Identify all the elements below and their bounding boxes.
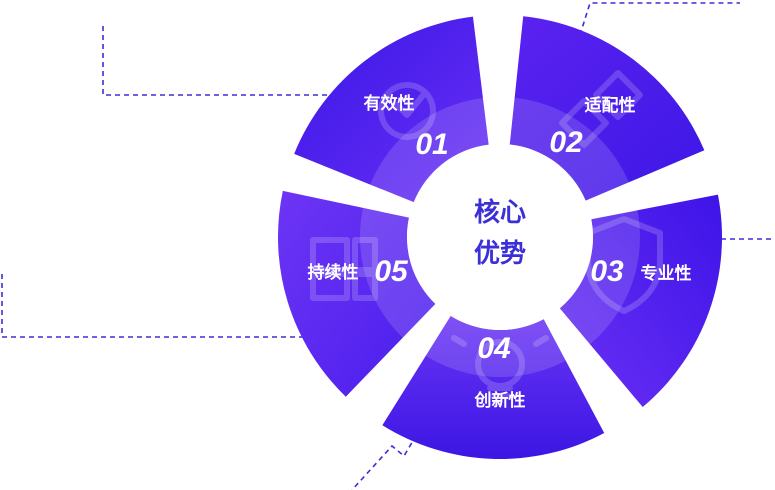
document-check-icon [378, 82, 437, 140]
segment-label-04: 创新性 [474, 390, 526, 411]
connector-line-02 [579, 2, 740, 36]
connector-line-04 [351, 411, 431, 490]
segment-label-05: 持续性 [308, 262, 359, 283]
center-circle [407, 144, 593, 330]
segment-number-01: 01 [415, 128, 448, 161]
segment-05: 持续性 05 [277, 190, 436, 397]
segment-number-03: 03 [590, 255, 624, 288]
segment-03: 专业性 03 [559, 194, 723, 408]
segment-shape-01 [294, 16, 489, 203]
segment-number-05: 05 [374, 255, 409, 288]
grid-icon [310, 237, 378, 301]
segment-label-02: 适配性 [585, 95, 636, 116]
lightbulb-icon [451, 335, 549, 399]
segment-label-03: 专业性 [641, 263, 692, 284]
center-title-line1: 核心 [474, 197, 526, 228]
link-icon [559, 70, 643, 148]
segment-shape-03 [559, 194, 723, 408]
segment-number-04: 04 [477, 332, 511, 365]
segment-04: 创新性 04 [382, 315, 605, 459]
segment-label-01: 有效性 [364, 93, 415, 114]
shield-icon [585, 216, 663, 314]
connector-line-05 [1, 274, 315, 338]
segment-shape-05 [277, 190, 436, 397]
segment-shape-04 [382, 315, 605, 459]
connector-line-01 [102, 26, 353, 105]
center-title-line2: 优势 [474, 239, 526, 269]
segment-number-02: 02 [549, 126, 583, 159]
segment-shape-02 [509, 16, 705, 201]
